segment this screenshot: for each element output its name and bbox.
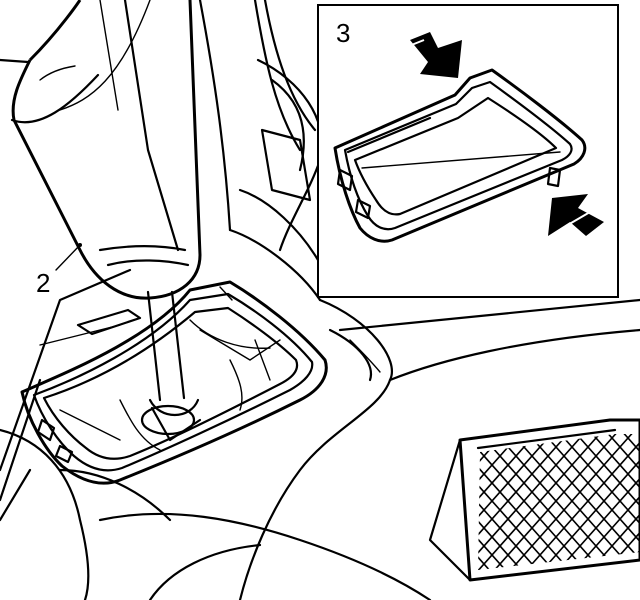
mat-mesh-line: [478, 434, 597, 570]
mat-mesh-line: [595, 434, 640, 570]
mat-mesh-line: [308, 420, 468, 600]
floor-mat: [260, 418, 640, 600]
mat-mesh-line: [260, 420, 420, 600]
callout-2-group: 2: [36, 243, 82, 298]
loose-boot-frame: [333, 68, 587, 243]
mat-mesh-line: [611, 434, 640, 570]
gear-knob: [0, 0, 202, 300]
mat-mesh-line: [563, 434, 640, 570]
mat-mesh-line: [276, 420, 436, 600]
mat-mesh-line: [478, 434, 581, 570]
mat-mesh-line: [499, 434, 640, 570]
press-arrow-bottom: [548, 194, 604, 236]
gear-boot-frame: [20, 280, 328, 485]
mat-mesh-line: [478, 434, 501, 570]
mat-mesh-line: [478, 434, 565, 570]
callout-2-leader: [55, 244, 81, 271]
mat-mesh-line: [478, 434, 629, 570]
mat-mesh-line: [579, 434, 640, 570]
press-arrow-top: [403, 32, 462, 78]
mat-mesh-line: [478, 434, 533, 570]
mat-mesh-line: [547, 434, 640, 570]
mat-mesh-line: [515, 434, 640, 570]
mat-mesh-line: [483, 434, 640, 570]
mat-mesh-line: [276, 420, 436, 600]
mat-mesh-line: [595, 434, 640, 570]
mat-mesh-line: [308, 420, 468, 600]
mat-mesh-line: [547, 434, 640, 570]
mat-mesh-line: [627, 434, 640, 570]
inset-detail-box: 3: [317, 4, 619, 298]
mat-mesh-line: [478, 434, 501, 570]
gear-lever: [140, 290, 202, 442]
mat-mesh-line: [478, 434, 533, 570]
mat-mesh-line: [627, 434, 640, 570]
gear-boot-inner: [59, 319, 281, 451]
callout-2: 2: [36, 268, 50, 298]
callout-3: 3: [336, 18, 350, 48]
mat-mesh-line: [260, 420, 420, 600]
mat-mesh-line: [292, 420, 452, 600]
callout-2-leader-dot: [78, 243, 82, 247]
mat-mesh-line: [478, 434, 613, 570]
mat-mesh-line: [531, 434, 640, 570]
mat-mesh-line: [483, 434, 640, 570]
mat-mesh-line: [292, 420, 452, 600]
mat-mesh-line: [478, 434, 549, 570]
